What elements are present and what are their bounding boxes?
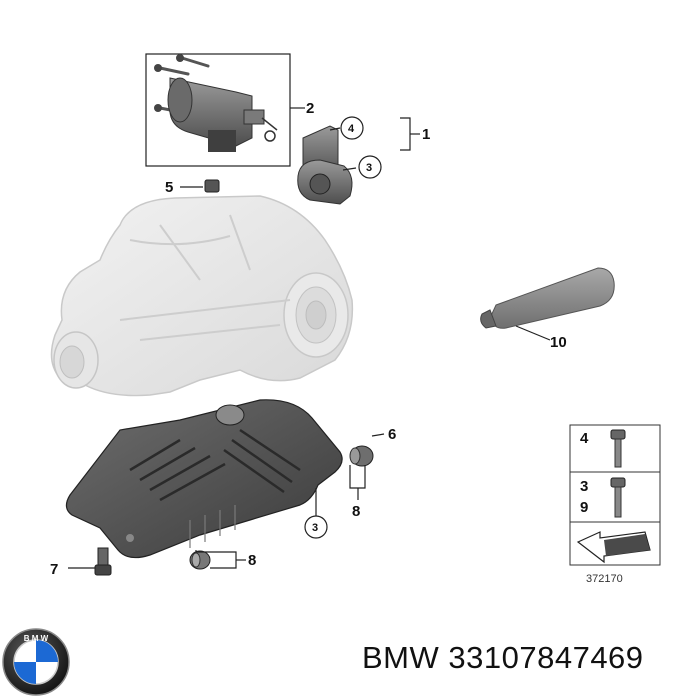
part-label: BMW 33107847469 <box>362 640 644 676</box>
legend-row1-label: 4 <box>580 430 589 447</box>
callout-7: 7 <box>50 561 58 578</box>
svg-text:B M W: B M W <box>24 634 49 643</box>
actuator-group <box>145 53 291 167</box>
callout-4: 4 <box>348 123 355 135</box>
callout-8a: 8 <box>352 503 360 520</box>
leader-lines <box>68 107 551 569</box>
callout-8b: 8 <box>248 552 256 569</box>
legend-bolt-icon <box>610 429 626 468</box>
sensor-bracket-group <box>297 125 353 205</box>
callout-circle-4 <box>340 116 364 140</box>
legend-arrow-icon <box>576 531 651 564</box>
part-number: 33107847469 <box>448 640 644 675</box>
fastener-legend: 4 3 9 <box>569 424 661 566</box>
callout-5: 5 <box>165 179 173 196</box>
callout-1: 1 <box>422 126 430 143</box>
sensor-7-icon <box>94 547 112 576</box>
callout-3a: 3 <box>366 162 372 174</box>
plug-8-icon <box>189 550 211 570</box>
plug-5-icon <box>204 179 220 193</box>
brand-name: BMW <box>362 640 440 675</box>
actuator-frame <box>145 53 291 167</box>
differential-housing-icon <box>50 195 354 397</box>
callout-2: 2 <box>306 100 314 117</box>
sealant-tube-icon <box>480 267 615 329</box>
legend-row2-label-b: 9 <box>580 499 588 516</box>
differential-cover-icon <box>65 399 343 559</box>
callout-3b: 3 <box>312 522 318 534</box>
callout-circle-3a <box>358 155 382 179</box>
legend-screw-icon <box>610 477 626 518</box>
callout-circle-3b <box>304 515 328 539</box>
diagram-number: 372170 <box>586 573 623 585</box>
callout-10: 10 <box>550 334 567 351</box>
plug-6-icon <box>349 445 374 467</box>
legend-row2-label-a: 3 <box>580 478 588 495</box>
callout-6: 6 <box>388 426 396 443</box>
bmw-logo-icon: B M W <box>2 628 70 696</box>
